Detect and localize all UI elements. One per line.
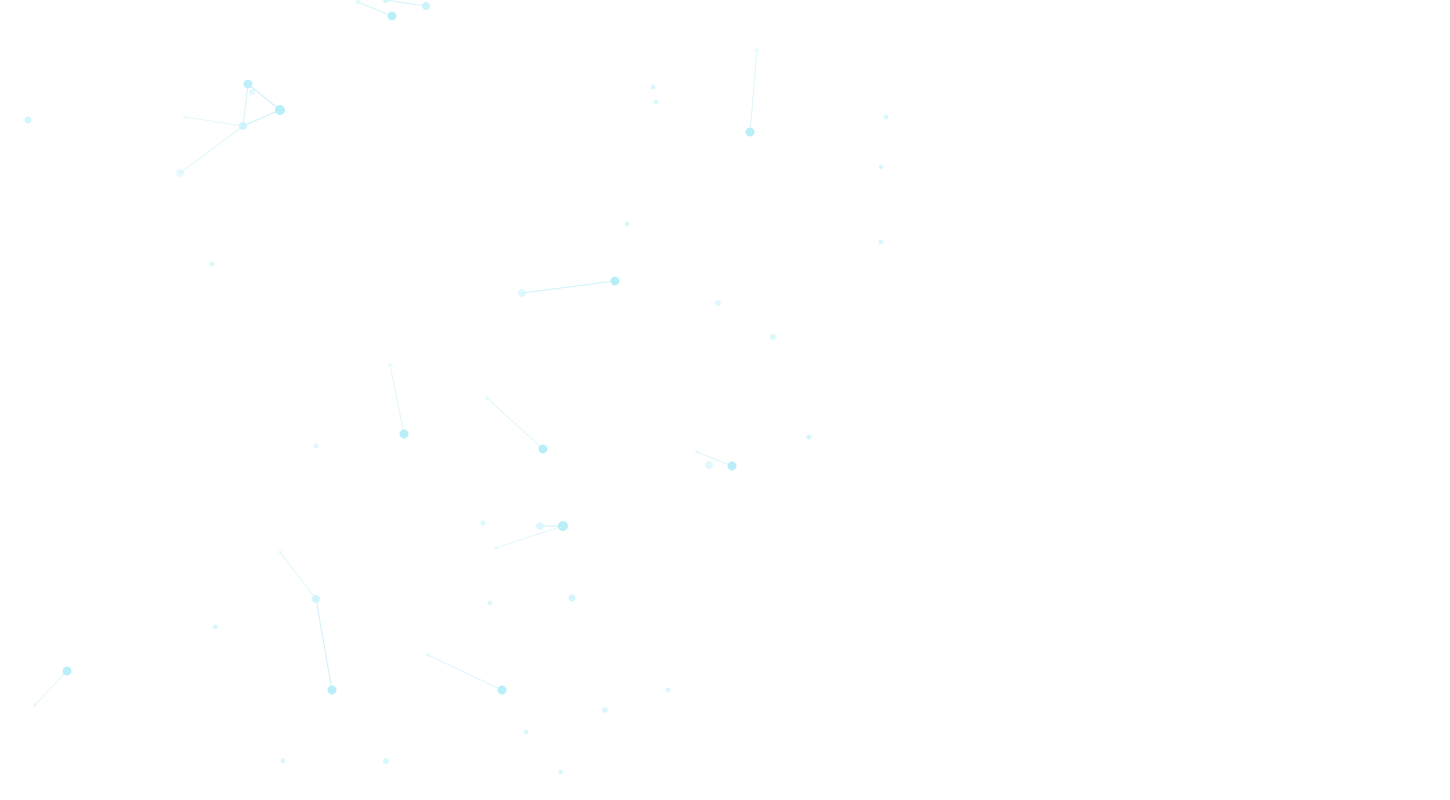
particle-node — [624, 221, 630, 227]
particle-link — [486, 397, 544, 450]
particle-node — [883, 114, 889, 120]
particle-link — [34, 670, 68, 706]
particle-node — [770, 334, 776, 340]
particle-node — [518, 289, 526, 297]
particle-node — [275, 105, 285, 115]
particle-node — [212, 624, 218, 630]
particle-node — [536, 522, 544, 530]
particle-node — [878, 164, 884, 170]
particle-link — [242, 109, 281, 127]
particle-node — [487, 600, 493, 606]
particle-node — [356, 0, 360, 4]
particle-node — [426, 653, 430, 657]
particle-link — [315, 598, 333, 691]
particle-node — [313, 443, 319, 449]
particle-link — [242, 83, 249, 127]
particle-node — [653, 99, 659, 105]
particle-link — [427, 654, 503, 691]
particle-node — [422, 2, 430, 10]
particle-node — [755, 48, 759, 52]
particle-nodes — [24, 0, 889, 775]
particle-node — [278, 550, 282, 554]
particle-link — [385, 0, 427, 7]
particle-node — [650, 84, 656, 90]
particle-node — [558, 769, 564, 775]
particle-node — [695, 450, 699, 454]
particle-node — [327, 685, 337, 695]
particle-node — [610, 276, 620, 286]
particle-node — [497, 685, 507, 695]
particle-link — [696, 451, 733, 467]
particle-link — [521, 280, 616, 294]
particle-node — [485, 396, 489, 400]
particle-node — [280, 758, 286, 764]
particle-link — [389, 364, 405, 435]
particle-node — [183, 115, 187, 119]
particle-node — [568, 594, 576, 602]
particle-node — [705, 461, 713, 469]
particle-node — [243, 79, 253, 89]
particle-node — [383, 758, 389, 764]
particle-node — [602, 707, 608, 713]
particle-node — [239, 122, 247, 130]
particle-node — [176, 169, 184, 177]
particle-node — [538, 444, 548, 454]
particle-node — [399, 429, 409, 439]
particle-links — [34, 0, 758, 706]
particle-node — [62, 666, 72, 676]
particle-link — [357, 1, 393, 17]
particle-link — [279, 551, 317, 600]
particle-node — [878, 239, 884, 245]
particle-link — [179, 125, 244, 174]
particle-node — [523, 729, 529, 735]
particle-node — [24, 116, 32, 124]
particle-node — [33, 703, 37, 707]
particle-link — [749, 49, 758, 133]
particle-node — [480, 520, 486, 526]
particle-node — [388, 363, 392, 367]
particle-node — [558, 521, 568, 531]
particle-node — [665, 687, 671, 693]
particle-node — [715, 300, 721, 306]
particle-node — [727, 461, 737, 471]
particle-link — [495, 525, 564, 549]
particle-node — [312, 595, 320, 603]
particle-node — [494, 546, 498, 550]
particle-link — [247, 83, 281, 111]
particle-node — [806, 434, 812, 440]
particle-node — [383, 0, 389, 3]
particle-node — [745, 127, 755, 137]
particle-node — [209, 261, 215, 267]
particle-node — [387, 11, 397, 21]
particle-node — [249, 89, 255, 95]
particle-link — [184, 116, 244, 127]
